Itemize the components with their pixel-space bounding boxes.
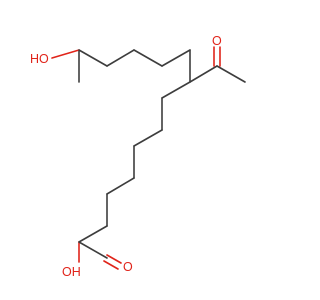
bond-c7-acetyl [189, 65, 218, 83]
molecule-canvas: HO O OH O [30, 34, 246, 279]
bond-c14-c15 [78, 241, 108, 259]
bond-acid-o-2 [103, 260, 119, 270]
bond-c3-c4 [106, 49, 135, 67]
bond-acid-o-1 [106, 254, 122, 264]
bond-c13-c14 [78, 225, 108, 243]
bond-c11-c12 [106, 177, 135, 195]
bond-c5-c6 [161, 49, 191, 67]
acid-hydroxyl-label: OH [62, 265, 81, 279]
hydroxyl-label: HO [30, 52, 49, 66]
bond-c2-oh [51, 49, 80, 59]
ketone-oxygen-label: O [212, 34, 222, 48]
acid-carbonyl-oxygen-label: O [123, 260, 133, 274]
bond-c2-c3 [78, 49, 108, 67]
bond-acetyl-methyl [216, 65, 246, 83]
bond-c9-c10 [133, 129, 163, 147]
bond-c4-c5 [133, 49, 163, 67]
bond-c7-c8 [161, 81, 191, 99]
